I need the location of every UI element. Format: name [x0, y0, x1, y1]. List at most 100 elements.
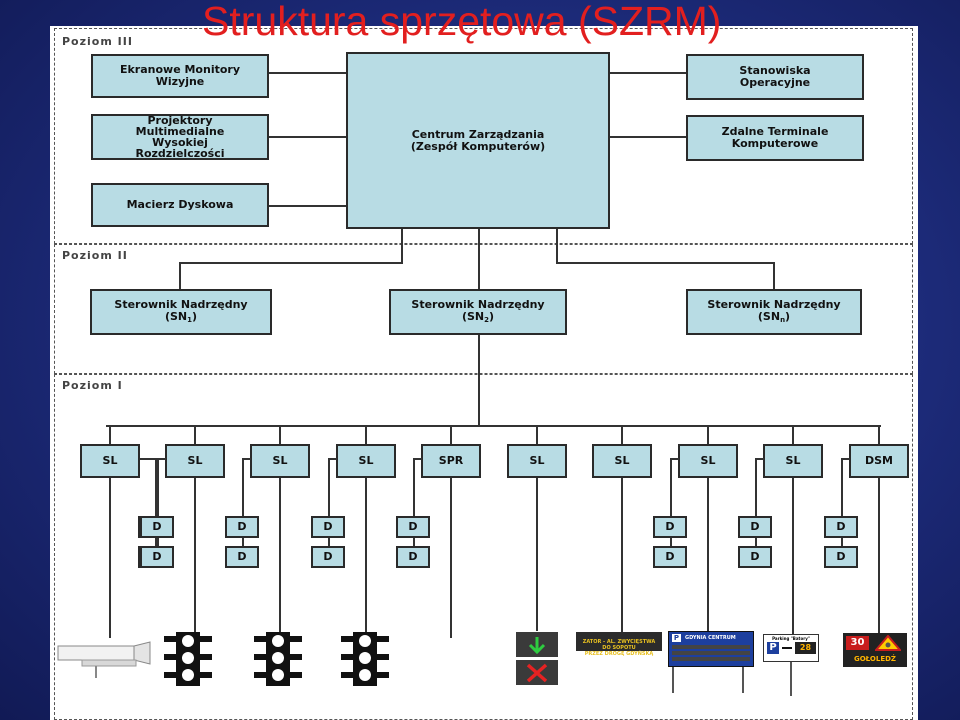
diagram-panel: Poziom III Poziom II Poziom I Centrum Za…	[50, 26, 918, 720]
connector-line	[109, 425, 111, 444]
connector-line	[365, 478, 367, 638]
connector-line	[707, 425, 709, 444]
message-sign: ZATOR - AL. ZWYCIĘSTWA DO SOPOTU PRZEZ D…	[576, 632, 662, 657]
traffic-light-icon	[254, 632, 302, 686]
detector-box: D	[225, 516, 259, 538]
detector-box: D	[738, 516, 772, 538]
connector-line	[179, 262, 403, 264]
connector-line	[478, 229, 480, 291]
detector-box: D	[824, 546, 858, 568]
level-1-label: Poziom I	[62, 379, 123, 392]
traffic-light-icon	[164, 632, 212, 686]
connector-line	[155, 536, 157, 546]
controller-sub: 1	[187, 315, 192, 324]
station-box: SL	[165, 444, 225, 478]
box-label: Macierz Dyskowa	[126, 198, 234, 211]
station-box: SL	[336, 444, 396, 478]
connector-line	[841, 536, 843, 546]
connector-line	[841, 458, 850, 460]
connector-line	[536, 425, 538, 444]
parking-occupancy-header: Parking "Batory"	[772, 636, 810, 641]
box-label: Zdalne Terminale Komputerowe	[721, 125, 829, 150]
message-sign-text: ZATOR - AL. ZWYCIĘSTWA DO SOPOTU PRZEZ D…	[582, 639, 656, 657]
box-remote-terminals: Zdalne Terminale Komputerowe	[686, 115, 864, 161]
parking-row	[672, 657, 750, 661]
connector-line	[267, 72, 347, 74]
box-label: Ekranowe Monitory Wizyjne	[119, 63, 241, 88]
connector-line	[450, 425, 452, 444]
parking-occupancy-sign: Parking "Batory" P 28	[763, 634, 819, 696]
controller-suffix: )	[191, 309, 198, 323]
station-box: SL	[678, 444, 738, 478]
connector-line	[755, 458, 757, 516]
station-box: DSM	[849, 444, 909, 478]
controller-id: (SN	[757, 309, 781, 323]
level-3-label: Poziom III	[62, 35, 133, 48]
station-box: SL	[763, 444, 823, 478]
connector-line	[556, 262, 775, 264]
connector-line	[157, 536, 159, 546]
detector-box: D	[311, 516, 345, 538]
sign-post	[742, 667, 744, 693]
connector-line	[279, 478, 281, 638]
connector-line	[478, 335, 480, 427]
connector-line	[365, 425, 367, 444]
warning-triangle-icon	[875, 635, 901, 651]
detector-box: D	[140, 546, 174, 568]
connector-line	[792, 478, 794, 638]
connector-line	[670, 536, 672, 546]
connector-line	[242, 536, 244, 546]
connector-line	[155, 458, 157, 516]
connector-line	[279, 425, 281, 444]
connector-line	[194, 478, 196, 638]
connector-line	[755, 536, 757, 546]
connector-line	[179, 262, 181, 290]
connector-line	[267, 136, 347, 138]
controller-id: (SN	[164, 309, 188, 323]
level-2-label: Poziom II	[62, 249, 128, 262]
detector-box: D	[653, 516, 687, 538]
parking-count: 28	[795, 642, 816, 654]
connector-line	[267, 205, 347, 207]
weather-warning-sign: 30 GOŁOLEDŹ	[843, 633, 907, 667]
controller-label: Sterownik Nadrzędny(SN1)	[114, 297, 248, 326]
connector-line	[621, 478, 623, 638]
controller-suffix: )	[785, 309, 791, 323]
connector-line	[413, 536, 415, 546]
connector-line	[755, 458, 764, 460]
controller-name: Sterownik Nadrzędny	[114, 297, 248, 311]
bus-line	[106, 425, 881, 427]
detector-box: D	[653, 546, 687, 568]
station-box: SL	[592, 444, 652, 478]
connector-line	[157, 458, 166, 460]
detector-box: D	[225, 546, 259, 568]
station-box: SL	[507, 444, 567, 478]
level-3-frame	[54, 28, 913, 244]
connector-line	[608, 72, 688, 74]
connector-line	[841, 458, 843, 516]
detector-box: D	[396, 516, 430, 538]
connector-line	[773, 262, 775, 290]
level-2-frame	[54, 244, 913, 374]
controller-sn2: Sterownik Nadrzędny(SN2)	[389, 289, 567, 335]
controller-name: Sterownik Nadrzędny	[707, 297, 841, 311]
parking-guidance-sign: P GDYNIA CENTRUM	[668, 631, 754, 693]
connector-line	[670, 458, 679, 460]
box-video-monitors: Ekranowe Monitory Wizyjne	[91, 54, 269, 98]
center-box: Centrum Zarządzania (Zespół Komputerów)	[346, 52, 610, 229]
detector-box: D	[738, 546, 772, 568]
detector-box: D	[311, 546, 345, 568]
parking-row	[672, 645, 750, 649]
connector-line	[140, 458, 156, 460]
controller-sub: 2	[484, 315, 489, 324]
connector-line	[608, 136, 688, 138]
traffic-light-icon	[341, 632, 389, 686]
connector-line	[670, 458, 672, 516]
slide-title: Struktura sprzętowa (SZRM)	[202, 0, 722, 44]
box-projectors: Projektory Multimedialne Wysokiej Rozdzi…	[91, 114, 269, 160]
center-box-label: Centrum Zarządzania (Zespół Komputerów)	[410, 127, 546, 153]
connector-line	[878, 478, 880, 638]
controller-name: Sterownik Nadrzędny	[411, 297, 545, 311]
station-box: SPR	[421, 444, 481, 478]
sign-post	[790, 662, 792, 696]
